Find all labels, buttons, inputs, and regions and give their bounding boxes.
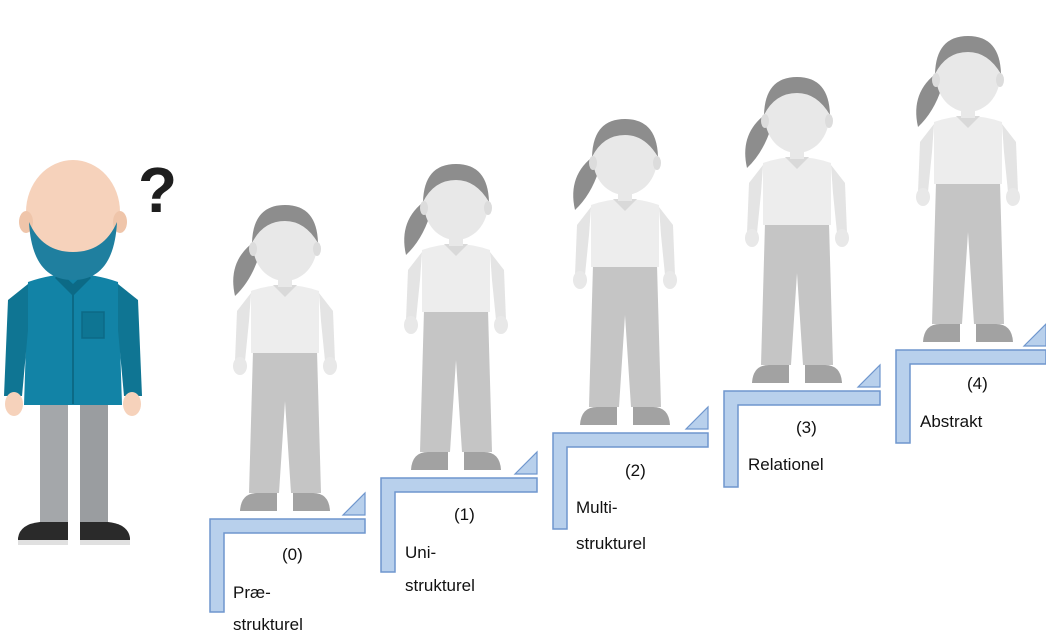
stair-step-3 <box>723 363 881 488</box>
step-number: (4) <box>967 374 988 393</box>
step-label: Uni- <box>405 543 437 562</box>
stair-step-1 <box>380 450 538 573</box>
step-label: Relationel <box>748 455 824 474</box>
student-figure-3 <box>745 77 849 383</box>
student-figure-0 <box>233 205 337 511</box>
step-label-continued: strukturel <box>233 615 303 634</box>
step-number: (2) <box>625 461 646 480</box>
stair-step-4 <box>895 323 1046 444</box>
step-triangle <box>513 450 538 475</box>
student-figure-1 <box>404 164 508 470</box>
step-triangle <box>1022 323 1046 347</box>
step-label-continued: strukturel <box>576 534 646 553</box>
stair-step-0 <box>209 491 366 613</box>
step-number: (0) <box>282 545 303 564</box>
step-number: (1) <box>454 505 475 524</box>
step-label: Multi- <box>576 498 618 517</box>
stairs <box>209 36 1046 613</box>
student-figure-4 <box>916 36 1020 342</box>
step-label: Præ- <box>233 583 271 602</box>
question-mark: ? <box>138 154 177 226</box>
student-figure-2 <box>573 119 677 425</box>
step-triangle <box>341 491 366 516</box>
man-figure <box>4 160 142 545</box>
step-label: Abstrakt <box>920 412 983 431</box>
step-label-continued: strukturel <box>405 576 475 595</box>
step-triangle <box>856 363 881 388</box>
stair-step-2 <box>552 405 709 530</box>
step-number: (3) <box>796 418 817 437</box>
step-triangle <box>684 405 709 430</box>
